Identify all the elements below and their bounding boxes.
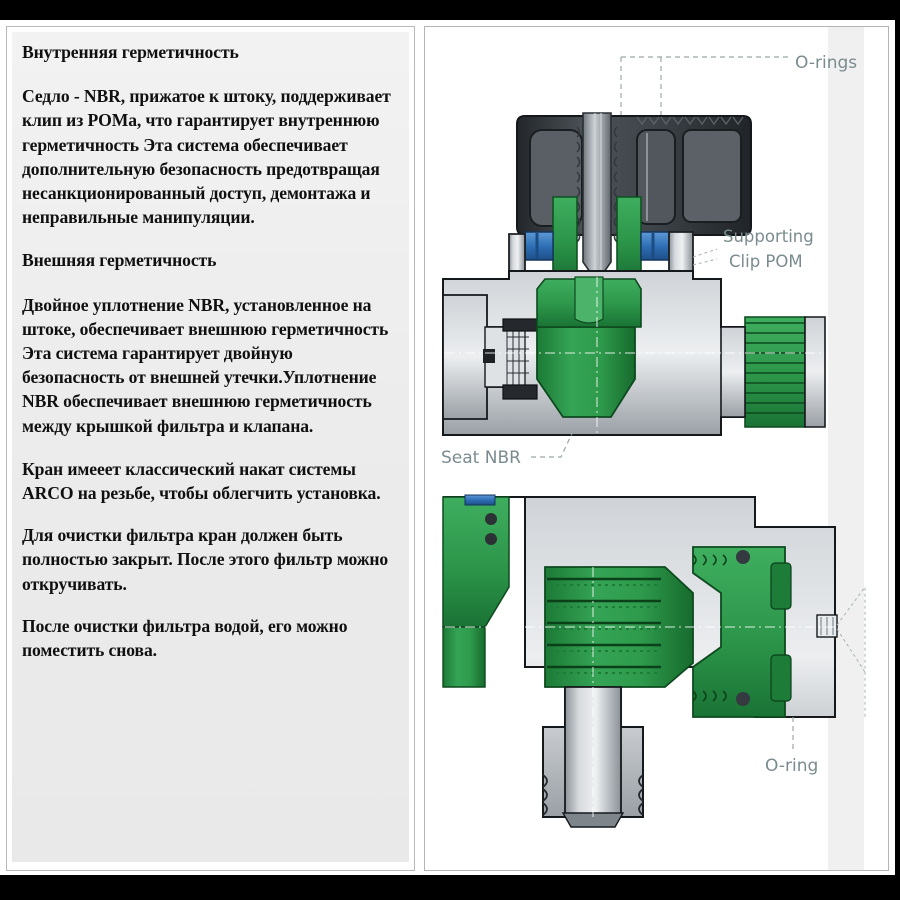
o-ring-right <box>640 231 670 261</box>
o-ring-leader <box>792 585 866 751</box>
paragraph-external-tightness-body: Двойное уплотнение NBR, установленное на… <box>22 294 389 436</box>
top-black-band <box>0 0 900 20</box>
seat-nbr-gasket-bottom <box>502 384 538 400</box>
bonnet-green-left <box>552 196 578 280</box>
paragraph-internal-tightness-body: Седло - NBR, прижатое к штоку, поддержив… <box>22 86 391 228</box>
paragraph-arco-knurling: Кран имееет классический накат системы A… <box>22 458 381 504</box>
lower-fastener-1 <box>485 513 497 525</box>
callout-o-ring: O-ring <box>765 756 818 776</box>
callout-o-rings: O-rings <box>795 53 857 73</box>
end-cap-oring-hatch <box>820 617 834 635</box>
filter-mesh <box>506 329 529 385</box>
bonnet-green-right <box>616 196 642 280</box>
seat-retainer <box>483 349 495 363</box>
upper-valve-assembly <box>442 56 826 458</box>
bottom-black-band <box>0 875 900 900</box>
lower-green-left <box>442 496 510 628</box>
callout-seat-nbr: Seat NBR <box>441 448 521 468</box>
lower-outlet-thread <box>542 774 644 816</box>
outlet-thread-ridges <box>745 322 805 414</box>
supporting-clip-leader <box>692 248 718 266</box>
diagram-panel: O-rings Supporting Clip POM Seat NBR O-r… <box>424 26 889 871</box>
right-black-band <box>895 0 900 900</box>
o-ring-left <box>524 231 554 261</box>
end-cap-slot-bottom <box>770 654 792 702</box>
text-panel-content: Внутренняя герметичность Седло - NBR, пр… <box>12 32 409 862</box>
bonnet-collar <box>508 233 526 273</box>
filter-end-thread <box>692 554 727 702</box>
handle-knurl <box>636 116 744 126</box>
paragraph-filter-cleaning: Для очистки фильтра кран должен быть пол… <box>22 525 389 594</box>
seat-nbr-leader <box>531 426 576 458</box>
lower-green-left2 <box>442 626 486 688</box>
outlet-bore <box>720 326 746 418</box>
callout-supporting-clip-line2: Clip POM <box>729 252 803 271</box>
lower-outlet-base <box>561 812 625 828</box>
handle-recess-mid <box>636 129 676 225</box>
spindle-slot <box>594 113 602 277</box>
handle-recess-right <box>682 129 742 223</box>
seat-nbr-gasket-top <box>502 318 538 332</box>
outlet-nipple <box>804 316 826 428</box>
spindle-shaft <box>582 112 612 284</box>
valve-cutaway-illustration: O-rings Supporting Clip POM Seat NBR O-r… <box>425 27 888 870</box>
obturator-bore <box>574 276 604 324</box>
end-cap-stud-bottom <box>736 692 750 706</box>
end-cap-slot-top <box>770 562 792 610</box>
lower-filter-assembly <box>442 494 866 828</box>
lower-fastener-2 <box>485 533 497 545</box>
filter-cartridge-slots <box>547 577 661 669</box>
end-cap-stud-top <box>736 550 750 564</box>
paragraph-internal-tightness-heading: Внутренняя герметичность <box>22 42 239 62</box>
paragraph-external-tightness-heading: Внешняя герметичность <box>22 250 217 271</box>
text-panel: Внутренняя герметичность Седло - NBR, пр… <box>6 26 415 871</box>
lower-oring-blue <box>464 494 496 506</box>
panel-tint-column <box>828 27 864 870</box>
callout-supporting-clip-line1: Supporting <box>723 227 814 246</box>
paragraph-filter-refit: После очистки фильтра водой, его можно п… <box>22 615 348 661</box>
filter-cartridge-perforations <box>549 584 659 674</box>
